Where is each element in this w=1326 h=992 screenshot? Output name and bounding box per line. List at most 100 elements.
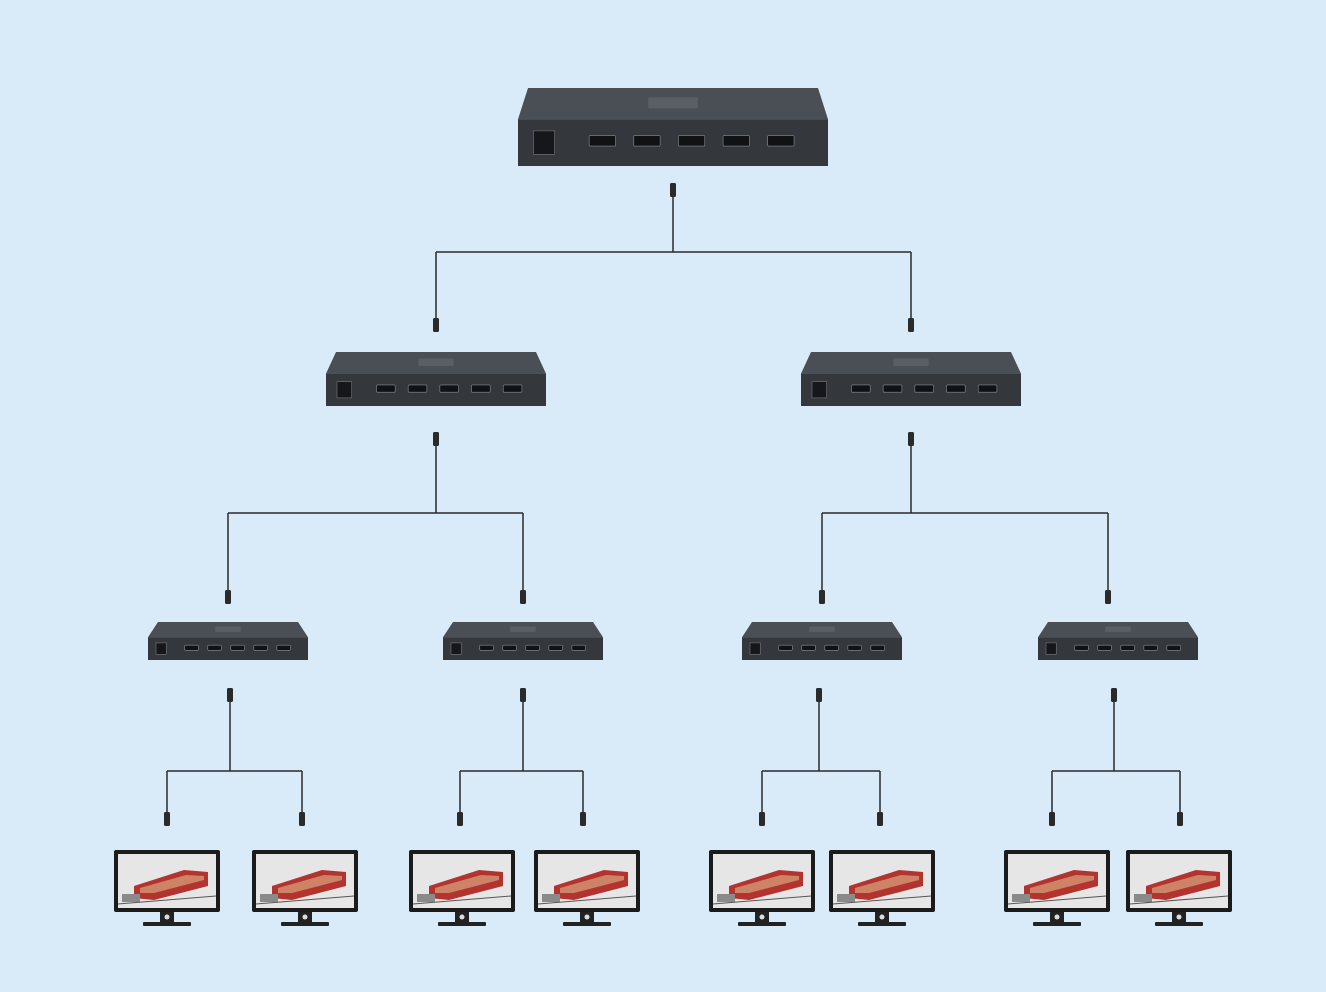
hdmi-port-icon [571, 644, 586, 651]
platform-block [260, 894, 278, 902]
display-monitor-5 [709, 850, 815, 926]
train-image-icon [412, 870, 512, 905]
monitor-stand-hole [1054, 914, 1060, 920]
display-monitor-2 [252, 850, 358, 926]
train-stripe [278, 875, 342, 893]
split-a1-target-connector-1 [164, 812, 170, 826]
train-stripe [140, 875, 204, 893]
root-target-connector-2 [908, 318, 914, 332]
train-image-icon [832, 870, 932, 905]
train-stripe [855, 875, 919, 893]
train-image-icon [1129, 870, 1229, 905]
splitter-front-face [1038, 637, 1198, 660]
power-jack-icon [1045, 642, 1057, 655]
splitter-device-split-b1 [742, 622, 902, 660]
splitter-device-root [518, 88, 828, 166]
train-image-icon [117, 870, 217, 905]
hdmi-port-icon [407, 384, 428, 393]
display-monitor-4 [534, 850, 640, 926]
split-b2-source-connector [1111, 688, 1117, 702]
split-b1-source-connector [816, 688, 822, 702]
platform-block [1134, 894, 1152, 902]
hdmi-port-icon [439, 384, 459, 393]
power-jack-icon [450, 642, 462, 655]
monitor-stand-hole [1176, 914, 1182, 920]
split-b-source-connector [908, 432, 914, 446]
splitter-device-split-b2 [1038, 622, 1198, 660]
hdmi-port-icon [678, 135, 706, 147]
brand-logo-plate [893, 358, 929, 367]
root-target-connector-1 [433, 318, 439, 332]
monitor-stand-base [1033, 922, 1081, 926]
rail-line [255, 895, 355, 905]
power-jack-icon [336, 381, 352, 399]
monitor-stand-base [858, 922, 906, 926]
monitor-stand-hole [164, 914, 170, 920]
splitter-device-split-a2 [443, 622, 603, 660]
power-jack-icon [155, 642, 167, 655]
splitter-device-split-b [801, 352, 1021, 406]
brand-logo-plate [215, 626, 241, 632]
root-source-connector [670, 183, 676, 197]
splitter-device-split-a1 [148, 622, 308, 660]
platform-block [1012, 894, 1030, 902]
hdmi-port-icon [946, 384, 966, 393]
brand-logo-plate [510, 626, 536, 632]
rail-line [712, 895, 812, 905]
hdmi-port-icon [767, 135, 795, 147]
brand-logo-plate [418, 358, 454, 367]
hdmi-port-icon [633, 135, 661, 147]
train-stripe [1030, 875, 1094, 893]
split-a1-target-connector-2 [299, 812, 305, 826]
cables-group [164, 183, 1183, 826]
hdmi-port-icon [824, 644, 839, 651]
rail-line [1007, 895, 1107, 905]
monitor-stand-base [1155, 922, 1203, 926]
hdmi-port-icon [914, 384, 934, 393]
monitor-stand-base [738, 922, 786, 926]
platform-block [542, 894, 560, 902]
hdmi-port-icon [851, 384, 871, 393]
hdmi-port-icon [847, 644, 862, 651]
display-monitor-3 [409, 850, 515, 926]
hdmi-port-icon [479, 644, 494, 651]
hdmi-port-icon [977, 384, 998, 393]
split-b2-target-connector-2 [1177, 812, 1183, 826]
hdmi-port-icon [588, 135, 616, 147]
platform-block [417, 894, 435, 902]
hdmi-port-icon [1074, 644, 1089, 651]
power-jack-icon [533, 130, 555, 155]
split-a-target-connector-1 [225, 590, 231, 604]
split-b1-target-connector-1 [759, 812, 765, 826]
monitor-stand-hole [759, 914, 765, 920]
hdmi-port-icon [1120, 644, 1135, 651]
split-a1-source-connector [227, 688, 233, 702]
brand-logo-plate [809, 626, 835, 632]
display-monitor-1 [114, 850, 220, 926]
hdmi-port-icon [1097, 644, 1112, 651]
split-a-target-connector-2 [520, 590, 526, 604]
power-jack-icon [749, 642, 761, 655]
split-b1-target-connector-2 [877, 812, 883, 826]
display-monitor-7 [1004, 850, 1110, 926]
hdmi-port-icon [1143, 644, 1158, 651]
brand-logo-plate [648, 97, 698, 109]
train-stripe [435, 875, 499, 893]
split-b-target-connector-2 [1105, 590, 1111, 604]
train-stripe [735, 875, 799, 893]
rail-line [117, 895, 217, 905]
hdmi-port-icon [502, 384, 523, 393]
display-monitor-6 [829, 850, 935, 926]
hdmi-port-icon [1166, 644, 1181, 651]
hdmi-port-icon [207, 644, 222, 651]
rail-line [537, 895, 637, 905]
monitor-stand-base [563, 922, 611, 926]
brand-logo-plate [1105, 626, 1131, 632]
split-a2-source-connector [520, 688, 526, 702]
train-image-icon [255, 870, 355, 905]
monitor-stand-hole [584, 914, 590, 920]
display-monitor-8 [1126, 850, 1232, 926]
train-stripe [1152, 875, 1216, 893]
rail-line [1129, 895, 1229, 905]
